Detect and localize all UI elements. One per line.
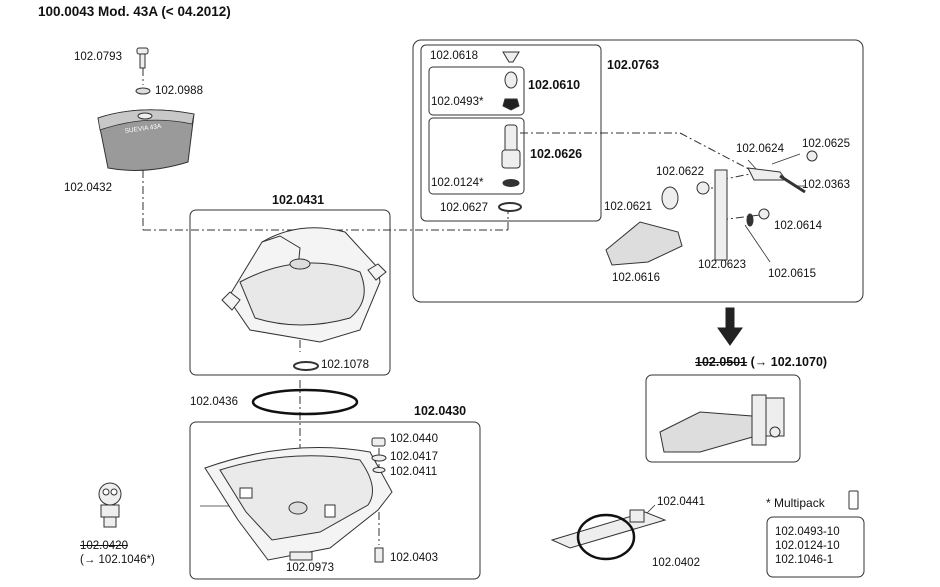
box-102-0431 bbox=[189, 209, 391, 376]
label-0430: 102.0430 bbox=[414, 404, 467, 418]
box-102-0501 bbox=[645, 374, 801, 463]
multipack-item: 102.1046-1 bbox=[775, 554, 834, 566]
label-0621: 102.0621 bbox=[604, 201, 652, 213]
label-1078: 102.1078 bbox=[321, 359, 369, 371]
ring-0615 bbox=[746, 213, 754, 227]
multipack-item: 102.0493-10 bbox=[775, 526, 840, 538]
base-0430 bbox=[204, 447, 393, 561]
label-0441: 102.0441 bbox=[657, 496, 705, 508]
label-0793: 102.0793 bbox=[74, 51, 122, 63]
part-0417 bbox=[371, 454, 387, 462]
cone-0610 bbox=[504, 71, 518, 89]
box-102-0430 bbox=[189, 421, 481, 580]
label-0614: 102.0614 bbox=[774, 220, 822, 232]
bowl-0431 bbox=[221, 227, 387, 343]
lid-0432: SUEVIA 43A bbox=[97, 109, 195, 171]
label-0436: 102.0436 bbox=[190, 396, 238, 408]
seal-0124 bbox=[502, 179, 520, 187]
ring-0436 bbox=[251, 388, 359, 416]
label-0616: 102.0616 bbox=[612, 272, 660, 284]
valve-0420 bbox=[98, 482, 122, 528]
label-0417: 102.0417 bbox=[390, 451, 438, 463]
label-0420-replacement: (→ 102.1046*) bbox=[80, 554, 155, 566]
washer-0988 bbox=[135, 87, 151, 95]
multipack-list: 102.0493-10 102.0124-10 102.1046-1 bbox=[775, 525, 840, 567]
multipack-item: 102.0124-10 bbox=[775, 540, 840, 552]
label-0440: 102.0440 bbox=[390, 433, 438, 445]
label-0411: 102.0411 bbox=[390, 466, 438, 478]
multipack-icon bbox=[848, 490, 859, 510]
cap-0621 bbox=[661, 186, 679, 210]
label-0403: 102.0403 bbox=[390, 552, 438, 564]
label-0973: 102.0973 bbox=[286, 562, 334, 574]
label-0420: 102.0420 bbox=[80, 540, 128, 552]
box-102-0610 bbox=[428, 66, 525, 116]
label-0627: 102.0627 bbox=[440, 202, 488, 214]
label-0363: 102.0363 bbox=[802, 179, 850, 191]
box-102-0763 bbox=[412, 39, 864, 303]
ring-0627 bbox=[498, 202, 522, 212]
label-0610: 102.0610 bbox=[528, 78, 581, 92]
box-102-0626 bbox=[428, 117, 525, 195]
multipack-heading: * Multipack bbox=[766, 496, 825, 510]
nut-0493 bbox=[502, 98, 520, 111]
label-0626: 102.0626 bbox=[530, 147, 583, 161]
label-0501-code: 102.0501 bbox=[695, 355, 748, 369]
bracket-0441 bbox=[550, 509, 667, 549]
clip-0614 bbox=[758, 208, 770, 220]
lever-0624 bbox=[747, 167, 787, 181]
label-0431: 102.0431 bbox=[272, 193, 325, 207]
arm-0623 bbox=[714, 169, 728, 261]
part-0440 bbox=[371, 437, 386, 447]
label-0615: 102.0615 bbox=[768, 268, 816, 280]
ring-0402 bbox=[576, 513, 636, 561]
box-multipack bbox=[766, 516, 865, 578]
label-0501: 102.0501 (→ 102.1070) bbox=[695, 356, 827, 369]
label-0988: 102.0988 bbox=[155, 85, 203, 97]
oring-1078 bbox=[293, 361, 319, 371]
label-0124: 102.0124* bbox=[431, 177, 484, 189]
label-0493: 102.0493* bbox=[431, 96, 484, 108]
screw-0793 bbox=[136, 47, 149, 69]
label-0622: 102.0622 bbox=[656, 166, 704, 178]
label-0625: 102.0625 bbox=[802, 138, 850, 150]
float-assembly-0501 bbox=[659, 394, 785, 453]
float-0616 bbox=[605, 221, 683, 266]
replacement-arrow bbox=[717, 307, 743, 346]
screw-0403 bbox=[374, 547, 384, 563]
part-0411 bbox=[372, 467, 386, 473]
label-0432: 102.0432 bbox=[64, 182, 112, 194]
label-0402: 102.0402 bbox=[652, 557, 700, 569]
label-0618: 102.0618 bbox=[430, 50, 478, 62]
cap-0618 bbox=[502, 51, 520, 63]
bracket-0973 bbox=[289, 551, 313, 561]
label-0623: 102.0623 bbox=[698, 259, 746, 271]
diagram-title: 100.0043 Mod. 43A (< 04.2012) bbox=[38, 4, 231, 19]
knob-0622 bbox=[696, 181, 710, 195]
label-0624: 102.0624 bbox=[736, 143, 784, 155]
clip-0625 bbox=[806, 150, 818, 162]
label-0501-replacement: (→ 102.1070) bbox=[750, 355, 828, 369]
pin-0363 bbox=[779, 174, 806, 194]
label-0763: 102.0763 bbox=[607, 58, 660, 72]
